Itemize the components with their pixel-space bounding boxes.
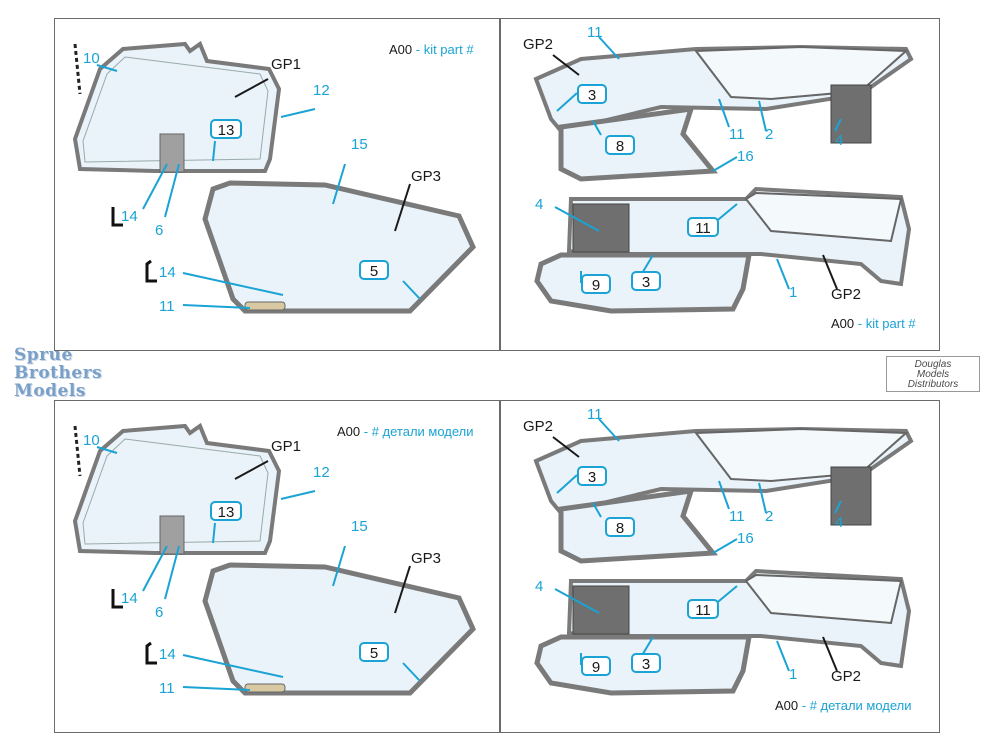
label-11-tr-b: 11: [729, 126, 745, 143]
label-15: 15: [351, 136, 368, 153]
label-gp2-a: GP2: [523, 36, 554, 53]
canopy-drawing-top-right: [533, 36, 914, 314]
label-12-b: 12: [313, 464, 330, 481]
label-11-tr-c: 11: [687, 217, 719, 237]
label-10-b: 10: [83, 432, 100, 449]
label-5-b: 5: [359, 642, 389, 662]
label-3-tr-b: 3: [631, 271, 661, 291]
panel-bottom-right: GP2 11 3 8 11 2 4 16 4 11 3 9 1 GP2 A00 …: [500, 400, 940, 733]
label-1: 1: [789, 284, 798, 301]
label-2-b: 2: [765, 508, 774, 525]
caption-top-right: A00 - kit part #: [831, 316, 916, 331]
label-13: 13: [210, 119, 242, 139]
gp1-inner-edge: [82, 56, 269, 163]
label-14-a: 14: [121, 208, 138, 225]
label-11-br-b: 11: [729, 508, 745, 525]
label-15-b: 15: [351, 518, 368, 535]
label-gp2-b: GP2: [831, 286, 862, 303]
label-gp2-d: GP2: [831, 668, 862, 685]
label-16-b: 16: [737, 530, 754, 547]
label-4-b: 4: [535, 196, 544, 213]
label-10: 10: [83, 50, 100, 67]
canopy-drawing-bottom-left: [72, 422, 476, 696]
label-3-br-a: 3: [577, 466, 607, 486]
label-12: 12: [313, 82, 330, 99]
label-11-bl: 11: [159, 680, 175, 697]
canopy-drawing-bottom-right: [533, 418, 914, 696]
panel-top-right: GP2 11 3 8 11 2 4 16 4 11 3 9 1 GP2 A00 …: [500, 18, 940, 351]
panel-top-left: 10 GP1 12 13 15 GP3 14 6 5 14 11 A00 - k…: [54, 18, 500, 351]
label-gp3-b: GP3: [411, 550, 442, 567]
label-9: 9: [581, 274, 611, 294]
label-gp3: GP3: [411, 168, 442, 185]
label-11: 11: [159, 298, 175, 315]
label-gp1: GP1: [271, 56, 302, 73]
label-4-d: 4: [535, 578, 544, 595]
label-11-br-a: 11: [587, 406, 603, 423]
label-8: 8: [605, 135, 635, 155]
label-4-a: 4: [835, 132, 844, 149]
label-gp1-b: GP1: [271, 438, 302, 455]
label-6-b: 6: [155, 604, 164, 621]
canopy-drawing-top-left: [72, 40, 476, 314]
label-9-b: 9: [581, 656, 611, 676]
caption-bottom-right: A00 - # детали модели: [775, 698, 912, 713]
gp1-window-frame: [72, 40, 282, 173]
label-3-tr-a: 3: [577, 84, 607, 104]
label-14-c: 14: [121, 590, 138, 607]
label-16: 16: [737, 148, 754, 165]
watermark-logo: Sprue Brothers Models: [14, 345, 103, 401]
label-11-br-c: 11: [687, 599, 719, 619]
gp1-bracket: [159, 133, 185, 173]
label-5: 5: [359, 260, 389, 280]
gp3-window-frame: [202, 180, 476, 314]
distributor-logo: Douglas Models Distributors: [886, 356, 980, 392]
label-gp2-c: GP2: [523, 418, 554, 435]
panel-bottom-left: 10 GP1 12 13 15 GP3 14 6 5 14 11 A00 - #…: [54, 400, 500, 733]
label-8-b: 8: [605, 517, 635, 537]
caption-top-left: A00 - kit part #: [389, 42, 474, 57]
label-4-c: 4: [835, 514, 844, 531]
label-14-b: 14: [159, 264, 176, 281]
label-14-d: 14: [159, 646, 176, 663]
label-13-b: 13: [210, 501, 242, 521]
label-3-br-b: 3: [631, 653, 661, 673]
label-6: 6: [155, 222, 164, 239]
label-11-tr-a: 11: [587, 24, 603, 41]
label-2: 2: [765, 126, 774, 143]
caption-bottom-left: A00 - # детали модели: [337, 424, 474, 439]
gp3-latch: [244, 301, 286, 311]
label-1-b: 1: [789, 666, 798, 683]
